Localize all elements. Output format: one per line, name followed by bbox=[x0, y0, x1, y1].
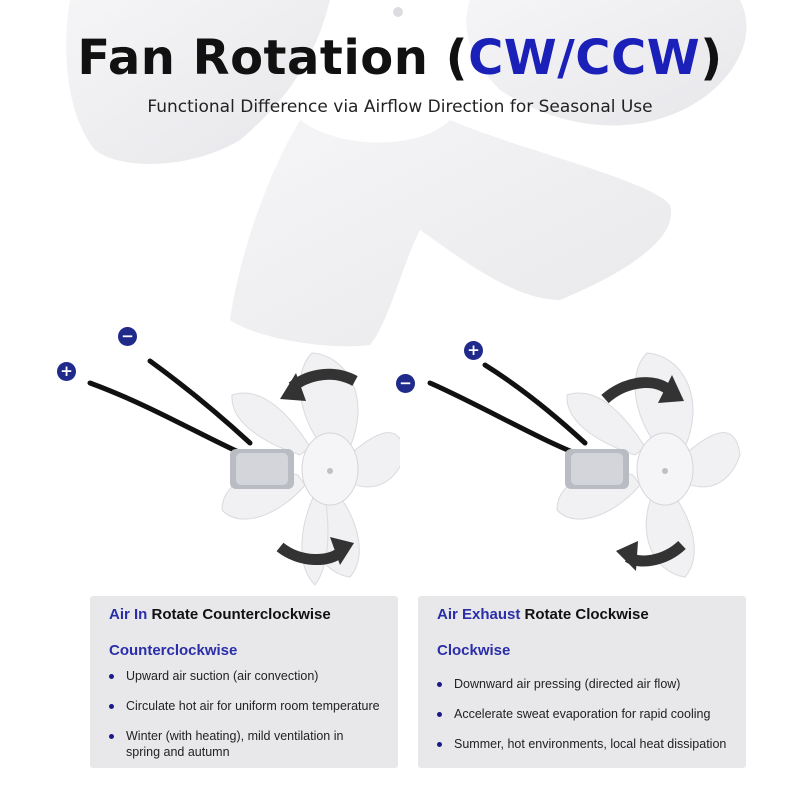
bullet-icon bbox=[109, 674, 114, 679]
list-item: Winter (with heating), mild ventilation … bbox=[106, 728, 376, 760]
list-item: Upward air suction (air convection) bbox=[106, 668, 380, 684]
bullet-icon bbox=[437, 682, 442, 687]
fan-cw-illustration bbox=[427, 352, 741, 578]
card-subheading: Clockwise bbox=[437, 642, 511, 659]
title-accent: CW/CCW bbox=[468, 30, 701, 86]
page-title: Fan Rotation (CW/CCW) bbox=[77, 30, 723, 86]
background-fan-illustration bbox=[66, 0, 747, 347]
air-exhaust-card: Air Exhaust Rotate Clockwise Clockwise D… bbox=[418, 596, 746, 768]
list-item: Downward air pressing (directed air flow… bbox=[434, 676, 726, 692]
page-subtitle: Functional Difference via Airflow Direct… bbox=[147, 97, 653, 117]
air-in-card: Air In Rotate Counterclockwise Countercl… bbox=[90, 596, 398, 768]
feature-list: Downward air pressing (directed air flow… bbox=[434, 676, 726, 766]
plus-terminal-badge: + bbox=[464, 341, 483, 360]
list-item: Circulate hot air for uniform room tempe… bbox=[106, 698, 380, 714]
bullet-icon bbox=[437, 742, 442, 747]
bullet-icon bbox=[109, 704, 114, 709]
plus-terminal-badge: + bbox=[57, 362, 76, 381]
card-heading: Air Exhaust Rotate Clockwise bbox=[437, 606, 649, 623]
minus-terminal-badge: − bbox=[118, 327, 137, 346]
list-item: Summer, hot environments, local heat dis… bbox=[434, 736, 726, 752]
card-subheading: Counterclockwise bbox=[109, 642, 238, 659]
bullet-icon bbox=[109, 734, 114, 739]
list-item: Accelerate sweat evaporation for rapid c… bbox=[434, 706, 726, 722]
bullet-icon bbox=[437, 712, 442, 717]
fan-ccw-illustration bbox=[87, 352, 400, 586]
minus-terminal-badge: − bbox=[396, 374, 415, 393]
feature-list: Upward air suction (air convection) Circ… bbox=[106, 668, 380, 774]
card-heading: Air In Rotate Counterclockwise bbox=[109, 606, 331, 623]
